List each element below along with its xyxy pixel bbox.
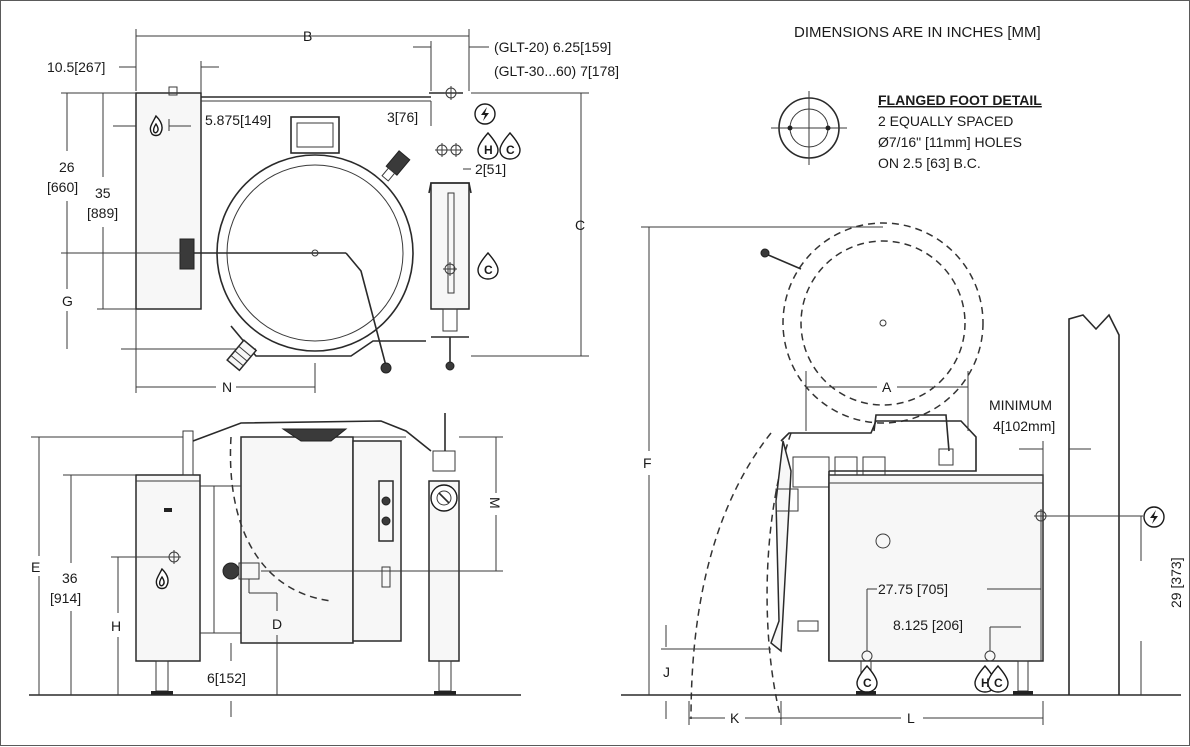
dim-e: E xyxy=(31,559,40,575)
dim-d: D xyxy=(272,616,282,632)
flanged-foot-detail: FLANGED FOOT DETAIL 2 EQUALLY SPACED Ø7/… xyxy=(771,91,1042,171)
dim-36-mm: [914] xyxy=(50,590,81,606)
cold-water-icon: C xyxy=(499,131,521,160)
side-hot-water-label: H xyxy=(981,676,990,690)
dim-h: H xyxy=(111,618,121,634)
flanged-foot-line2: Ø7/16" [11mm] HOLES xyxy=(878,134,1022,150)
dim-k: K xyxy=(730,710,740,726)
dim-2: 2[51] xyxy=(475,161,506,177)
dim-left-offset: 10.5[267] xyxy=(47,59,105,75)
dim-glt20: (GLT-20) 6.25[159] xyxy=(494,39,611,55)
flanged-foot-line3: ON 2.5 [63] B.C. xyxy=(878,155,981,171)
dim-n: N xyxy=(222,379,232,395)
dim-6: 6[152] xyxy=(207,670,246,686)
top-view: H C C B 10.5[267] (GLT-20) 6.25[159] (GL… xyxy=(47,28,619,395)
dim-l: L xyxy=(907,710,915,726)
dim-m: M xyxy=(487,497,503,509)
dim-29: 29 [373] xyxy=(1168,557,1184,608)
gas-flame-icon xyxy=(149,114,163,137)
cold-water-icon-2: C xyxy=(477,251,499,280)
flanged-foot-line1: 2 EQUALLY SPACED xyxy=(878,113,1013,129)
cold-water-label-2: C xyxy=(484,263,493,277)
dim-a: A xyxy=(882,379,892,395)
hot-water-icon: H xyxy=(477,131,499,160)
dim-g: G xyxy=(62,293,73,309)
units-note: DIMENSIONS ARE IN INCHES [MM] xyxy=(794,24,1041,41)
side-electric-icon xyxy=(1143,506,1165,528)
dim-glt30: (GLT-30...60) 7[178] xyxy=(494,63,619,79)
dim-b: B xyxy=(303,28,312,44)
minimum-value: 4[102mm] xyxy=(993,418,1055,434)
electric-icon xyxy=(474,103,496,125)
side-cold-water-icon: C xyxy=(856,664,878,693)
cold-water-label: C xyxy=(506,143,515,157)
side-view: C H C F A MINIMUM 4[102mm] 29 [373] xyxy=(621,222,1184,726)
dim-c: C xyxy=(575,217,585,233)
side-cold-water-label: C xyxy=(863,676,872,690)
minimum-label: MINIMUM xyxy=(989,397,1052,413)
dim-35: 35 xyxy=(95,185,111,201)
front-view: E 36 [914] H D M 6[152] xyxy=(29,413,521,717)
dim-26-mm: [660] xyxy=(47,179,78,195)
dim-8125: 8.125 [206] xyxy=(893,617,963,633)
flanged-foot-title: FLANGED FOOT DETAIL xyxy=(878,92,1042,108)
dim-gas-offset: 5.875[149] xyxy=(205,112,271,128)
dim-2775: 27.75 [705] xyxy=(878,581,948,597)
dim-26: 26 xyxy=(59,159,75,175)
dim-3: 3[76] xyxy=(387,109,418,125)
dim-j: J xyxy=(663,664,670,680)
dim-35-mm: [889] xyxy=(87,205,118,221)
dim-36: 36 xyxy=(62,570,78,586)
front-gas-flame-icon xyxy=(155,567,169,590)
hot-water-label: H xyxy=(484,143,493,157)
side-cold-water-label-2: C xyxy=(994,676,1003,690)
dim-f: F xyxy=(643,455,652,471)
side-cold-water-icon-2: C xyxy=(987,664,1009,693)
